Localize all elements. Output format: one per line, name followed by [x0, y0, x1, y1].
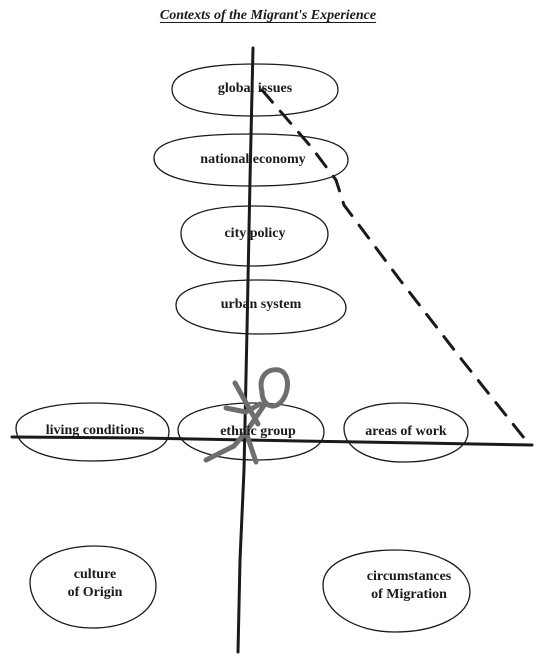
horizontal-axis: [10, 435, 534, 447]
label-living-conditions: living conditions: [45, 423, 145, 438]
label-urban-system: urban system: [220, 297, 302, 312]
ellipse-city-policy: [180, 205, 329, 267]
ellipse-global-issues: [171, 63, 339, 117]
label-city-policy: city policy: [224, 226, 286, 241]
ellipse-ethnic-group: [177, 402, 325, 461]
vertical-axis: [236, 46, 255, 654]
label-circumstances-line-1: circumstances: [366, 569, 452, 584]
label-areas-of-work: areas of work: [365, 424, 447, 439]
diagram-title: Contexts of the Migrant's Experience: [159, 8, 377, 23]
dashed-perspective-line: [260, 88, 530, 445]
label-culture-line-2: of Origin: [67, 585, 123, 600]
ellipse-areas-of-work: [343, 402, 469, 463]
label-global-issues: global issues: [217, 81, 293, 96]
ellipse-circumstances-of-migration: [322, 549, 471, 633]
ellipse-living-conditions: [15, 402, 170, 462]
ellipse-urban-system: [175, 279, 347, 335]
ellipse-national-economy: [153, 133, 349, 187]
label-circumstances-line-2: of Migration: [371, 587, 447, 602]
label-culture-line-1: culture: [73, 567, 117, 582]
label-circumstances-of-migration: circumstances of Migration: [340, 568, 478, 604]
label-culture-of-origin: culture of Origin: [45, 566, 145, 602]
ellipse-culture-of-origin: [29, 545, 157, 629]
label-national-economy: national economy: [200, 152, 306, 167]
label-ethnic-group: ethnic group: [220, 424, 296, 439]
stick-figure-icon: [203, 367, 290, 465]
